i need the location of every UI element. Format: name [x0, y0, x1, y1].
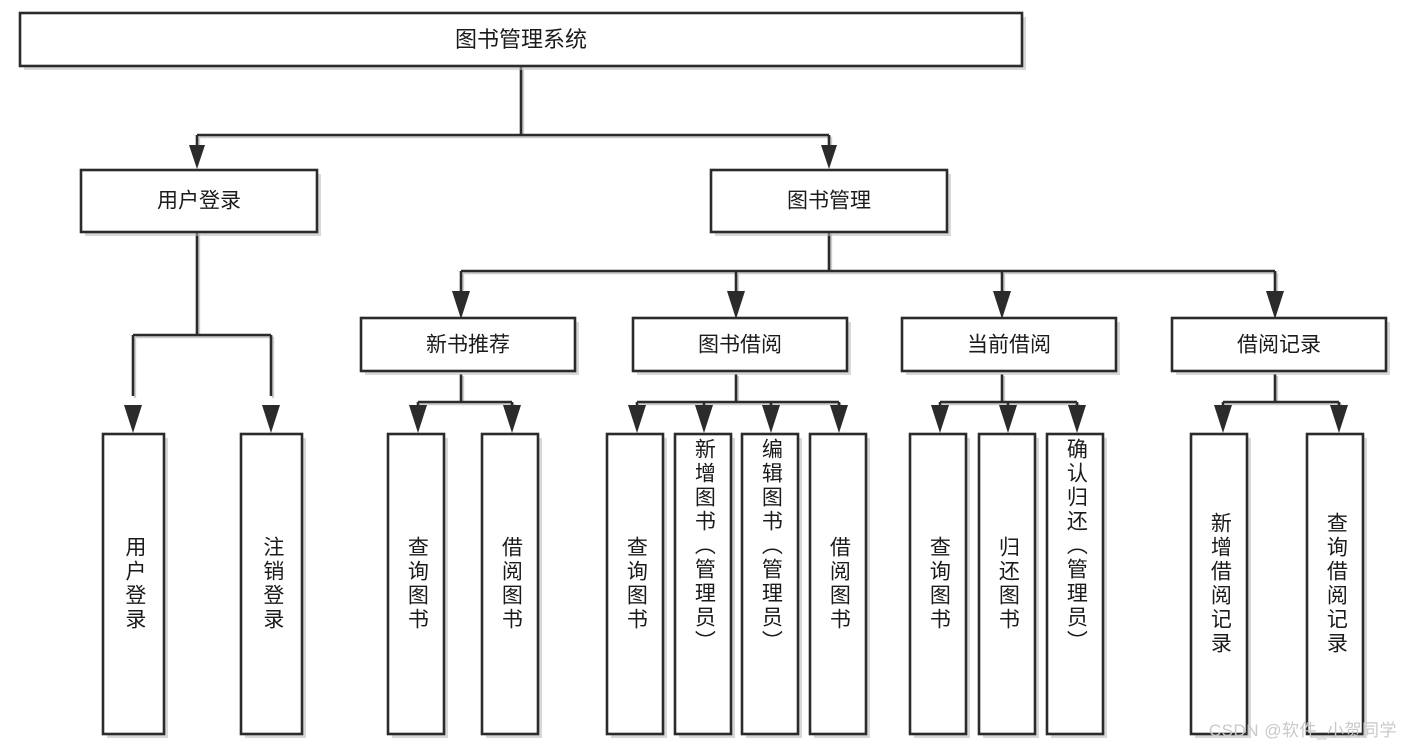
arrow-to-leaf-borrow-book-1 — [503, 405, 521, 433]
node-book-borrow[interactable]: 图书借阅 — [631, 316, 851, 375]
leaf-box-confirm-return[interactable] — [1045, 432, 1107, 738]
node-user-login-label: 用户登录 — [157, 190, 241, 213]
arrow-to-leaf-add-record — [1214, 405, 1232, 433]
node-root[interactable]: 图书管理系统 — [18, 11, 1026, 70]
arrow-to-leaf-query-record — [1330, 405, 1348, 433]
leaf-box-query-book-1[interactable] — [386, 432, 448, 738]
arrow-to-leaf-return-book — [999, 405, 1017, 433]
node-book-manage[interactable]: 图书管理 — [709, 168, 951, 236]
connector-current-borrow-to-leaves — [931, 374, 1086, 433]
arrow-to-book-manage — [821, 145, 837, 169]
arrow-to-book-borrow — [727, 291, 745, 319]
node-user-login[interactable]: 用户登录 — [79, 168, 321, 236]
node-new-book-recommend[interactable]: 新书推荐 — [359, 316, 579, 375]
leaf-box-query-book-2[interactable] — [605, 432, 667, 738]
leaf-box-add-book[interactable] — [673, 432, 735, 738]
arrow-to-current-borrow — [993, 291, 1011, 319]
arrow-to-leaf-user-login — [124, 405, 142, 433]
node-new-book-recommend-label: 新书推荐 — [426, 334, 510, 357]
leaf-box-edit-book[interactable] — [740, 432, 802, 738]
arrow-to-leaf-add-book — [695, 405, 713, 433]
arrow-to-borrow-record — [1266, 291, 1284, 319]
arrow-to-user-login — [189, 145, 205, 169]
leaf-box-return-book[interactable] — [977, 432, 1039, 738]
leaf-box-query-book-3[interactable] — [908, 432, 970, 738]
connector-root-to-level2 — [189, 66, 837, 169]
arrow-to-leaf-borrow-book-2 — [830, 405, 848, 433]
leaf-box-borrow-book-2[interactable] — [808, 432, 870, 738]
connector-borrow-record-to-leaves — [1214, 374, 1348, 433]
leaf-box-add-record[interactable] — [1189, 432, 1251, 738]
leaf-box-logout[interactable] — [239, 432, 306, 738]
connector-layer — [124, 66, 1348, 433]
connector-user-login-to-leaves — [124, 232, 280, 433]
arrow-to-leaf-confirm-return — [1068, 405, 1086, 433]
node-root-label: 图书管理系统 — [455, 27, 587, 52]
connector-book-borrow-to-leaves — [628, 374, 848, 433]
node-current-borrow-label: 当前借阅 — [967, 334, 1051, 357]
leaf-box-borrow-book-1[interactable] — [480, 432, 542, 738]
connector-new-book-to-leaves — [409, 374, 521, 433]
node-book-borrow-label: 图书借阅 — [698, 334, 782, 357]
node-current-borrow[interactable]: 当前借阅 — [900, 316, 1120, 375]
arrow-to-leaf-logout — [262, 405, 280, 433]
leaf-box-user-login[interactable] — [101, 432, 168, 738]
node-borrow-record[interactable]: 借阅记录 — [1170, 316, 1390, 375]
node-book-manage-label: 图书管理 — [787, 190, 871, 213]
arrow-to-leaf-query-book-2 — [628, 405, 646, 433]
leaf-box-query-record[interactable] — [1305, 432, 1367, 738]
arrow-to-new-book — [452, 291, 470, 319]
node-borrow-record-label: 借阅记录 — [1237, 334, 1321, 357]
arrow-to-leaf-query-book-1 — [409, 405, 427, 433]
connector-book-manage-to-level3 — [452, 232, 1284, 319]
arrow-to-leaf-edit-book — [762, 405, 780, 433]
arrow-to-leaf-query-book-3 — [931, 405, 949, 433]
